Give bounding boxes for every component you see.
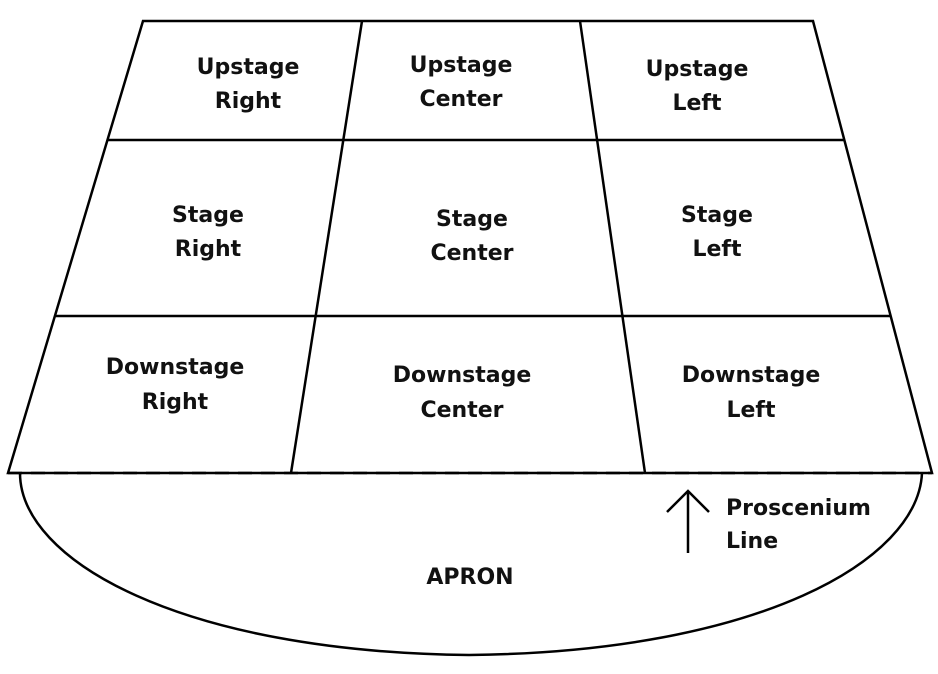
downstage-center-label-1: Downstage	[393, 363, 532, 388]
up-arrow-icon	[666, 489, 710, 553]
downstage-right-label-2: Right	[142, 390, 209, 415]
upstage-right-label-2: Right	[215, 89, 282, 114]
upstage-center-label-1: Upstage	[410, 53, 513, 78]
downstage-right-label-1: Downstage	[106, 355, 245, 380]
downstage-left-label-1: Downstage	[682, 363, 821, 388]
column-divider-left	[578, 20, 647, 474]
apron-outline	[18, 472, 924, 657]
stage-center-label-1: Stage	[436, 207, 508, 232]
proscenium-label-1: Proscenium	[726, 496, 871, 521]
stage-right-label-1: Stage	[172, 203, 244, 228]
upstage-left-label-1: Upstage	[646, 57, 749, 82]
apron-label: APRON	[426, 565, 513, 590]
downstage-left-label-2: Left	[726, 398, 776, 423]
column-divider-right	[289, 20, 364, 474]
stage-center-label-2: Center	[430, 241, 513, 266]
downstage-center-label-2: Center	[420, 398, 503, 423]
stage-right-label-2: Right	[175, 237, 242, 262]
upstage-right-label-1: Upstage	[197, 55, 300, 80]
upstage-center-label-2: Center	[419, 87, 502, 112]
proscenium-label-2: Line	[726, 529, 778, 554]
stage-left-label-2: Left	[692, 237, 742, 262]
stage-left-label-1: Stage	[681, 203, 753, 228]
upstage-left-label-2: Left	[672, 91, 722, 116]
